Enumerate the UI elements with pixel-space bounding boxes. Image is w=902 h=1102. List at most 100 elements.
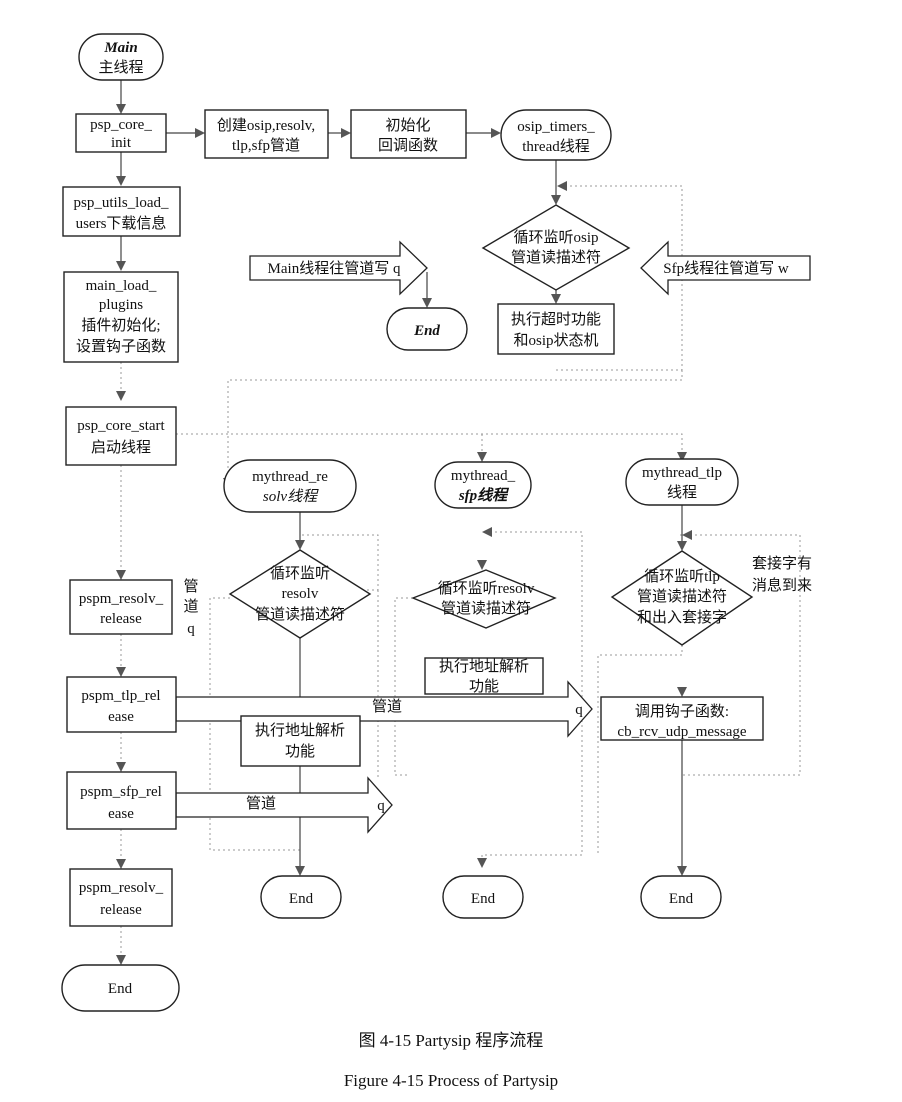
end-label: End (471, 891, 496, 907)
pipe-tlp-q-label: q (575, 702, 583, 718)
arrow-head (482, 527, 492, 537)
pspm-tlp-release-label: ease (108, 709, 134, 725)
mythread-sfp-label: sfp线程 (458, 487, 509, 504)
end-label: End (669, 891, 694, 907)
figure-caption: 图 4-15 Partysip 程序流程 Figure 4-15 Process… (344, 1031, 558, 1090)
loop-listen-resolv-diamond-1 (228, 549, 372, 639)
loop-listen-osip-diamond (481, 204, 631, 291)
main-load-plugins-box (63, 271, 179, 363)
arrow-head (677, 687, 687, 697)
resolv-loop-connector (300, 534, 379, 591)
loop-listen-osip-label: 管道读描述符 (511, 249, 601, 266)
dotted-connectors (120, 185, 801, 960)
call-hook-box (600, 696, 764, 741)
tlp-left-connector (597, 645, 683, 855)
start-threads-connector (176, 433, 683, 455)
arrow-head (551, 195, 561, 205)
init-callbacks-box (350, 109, 467, 159)
arrow-head (682, 530, 692, 540)
end-label: End (413, 323, 440, 339)
pipe-tlp-label: 管道 (372, 698, 402, 715)
mythread-tlp-label: 线程 (667, 484, 697, 501)
loop-listen-resolv-label: 循环监听 (270, 565, 330, 582)
loop-listen-resolv-sfp-label: 管道读描述符 (441, 600, 531, 617)
to-resolv-connector (227, 370, 683, 482)
main-load-plugins-label: plugins (99, 297, 143, 313)
arrow-head (116, 762, 126, 772)
main-write-pipe-arrow (249, 240, 428, 296)
arrow-head (477, 858, 487, 868)
main-load-plugins-label: 设置钩子函数 (76, 338, 166, 355)
loop-listen-tlp-label: 和出入套接字 (637, 609, 727, 626)
arrow-head (551, 294, 561, 304)
arrow-head (557, 181, 567, 191)
pspm-tlp-release-box (66, 676, 177, 733)
exec-timeout-box (497, 303, 615, 355)
pipe-sfp-q-label: q (377, 798, 385, 814)
create-pipes-label: tlp,sfp管道 (232, 137, 300, 154)
solid-connectors (120, 80, 683, 870)
pipe-sfp-label: 管道 (246, 795, 276, 812)
pipe-q-label: q (187, 621, 195, 637)
exec-addr-resolve-sfp-label: 执行地址解析 (439, 658, 529, 675)
caption-chinese: 图 4-15 Partysip 程序流程 (359, 1031, 544, 1050)
arrow-head (295, 866, 305, 876)
init-callbacks-label: 初始化 (385, 117, 430, 134)
arrow-head (677, 866, 687, 876)
arrow-head (422, 298, 432, 308)
mythread-resolv-label: solv线程 (263, 488, 319, 505)
mythread-sfp-label: mythread_ (451, 468, 516, 484)
arrow-head (116, 859, 126, 869)
pspm-resolv-release-label: release (100, 611, 142, 627)
exec-addr-resolve-resolv-box (240, 715, 361, 767)
socket-message-label: 套接字有 (752, 555, 812, 572)
pspm-resolv-release-label: pspm_resolv_ (79, 880, 164, 896)
pspm-sfp-release-label: pspm_sfp_rel (80, 784, 162, 800)
main-thread-oval (78, 33, 164, 81)
arrow-head (116, 955, 126, 965)
main-load-plugins-label: 插件初始化; (81, 317, 160, 334)
arrow-head (677, 452, 687, 462)
init-callbacks-label: 回调函数 (378, 137, 438, 154)
pspm-resolv-release-label: release (100, 902, 142, 918)
main-thread-label: Main (103, 40, 137, 56)
end-oval-tlp (640, 875, 722, 919)
loop-listen-tlp-label: 循环监听tlp (644, 568, 720, 585)
loop-listen-resolv-label: resolv (282, 586, 319, 602)
end-oval-1 (386, 307, 468, 351)
end-label: End (289, 891, 314, 907)
arrow-head (116, 104, 126, 114)
mythread-sfp-oval (434, 461, 532, 509)
psp-utils-load-users-box (62, 186, 181, 237)
create-pipes-box (204, 109, 329, 159)
call-hook-label: 调用钩子函数: (635, 703, 729, 720)
osip-timers-thread-label: thread线程 (522, 138, 589, 155)
arrow-head (116, 667, 126, 677)
mythread-tlp-oval (625, 458, 739, 506)
psp-core-init-label: psp_core_ (90, 117, 152, 133)
node-labels: Main 主线程 psp_core_ init 创建osip,resolv, t… (73, 40, 812, 997)
main-write-pipe-label: Main线程往管道写 q (268, 260, 401, 277)
shapes (61, 33, 764, 1012)
psp-core-init-box (75, 113, 167, 153)
create-pipes-label: 创建osip,resolv, (217, 117, 315, 134)
psp-core-start-label: psp_core_start (77, 418, 165, 434)
sfp-loop-left-connector (394, 597, 413, 776)
mythread-resolv-oval (223, 459, 357, 513)
socket-message-label: 消息到来 (752, 577, 812, 594)
main-load-plugins-label: main_load_ (86, 278, 157, 294)
psp-utils-load-users-label: users下载信息 (76, 215, 167, 232)
end-oval-sfp (442, 875, 524, 919)
arrow-head (491, 128, 501, 138)
pipe-q-label: 道 (183, 598, 198, 615)
loop-listen-tlp-label: 管道读描述符 (637, 588, 727, 605)
pspm-resolv-release-box-2 (69, 868, 173, 927)
pspm-tlp-release-label: pspm_tlp_rel (81, 688, 160, 704)
exec-timeout-label: 执行超时功能 (511, 311, 601, 328)
mythread-tlp-label: mythread_tlp (642, 465, 722, 481)
end-oval-main (61, 964, 180, 1012)
osip-timers-thread-oval (500, 109, 612, 161)
sfp-write-pipe-arrow (640, 240, 811, 296)
